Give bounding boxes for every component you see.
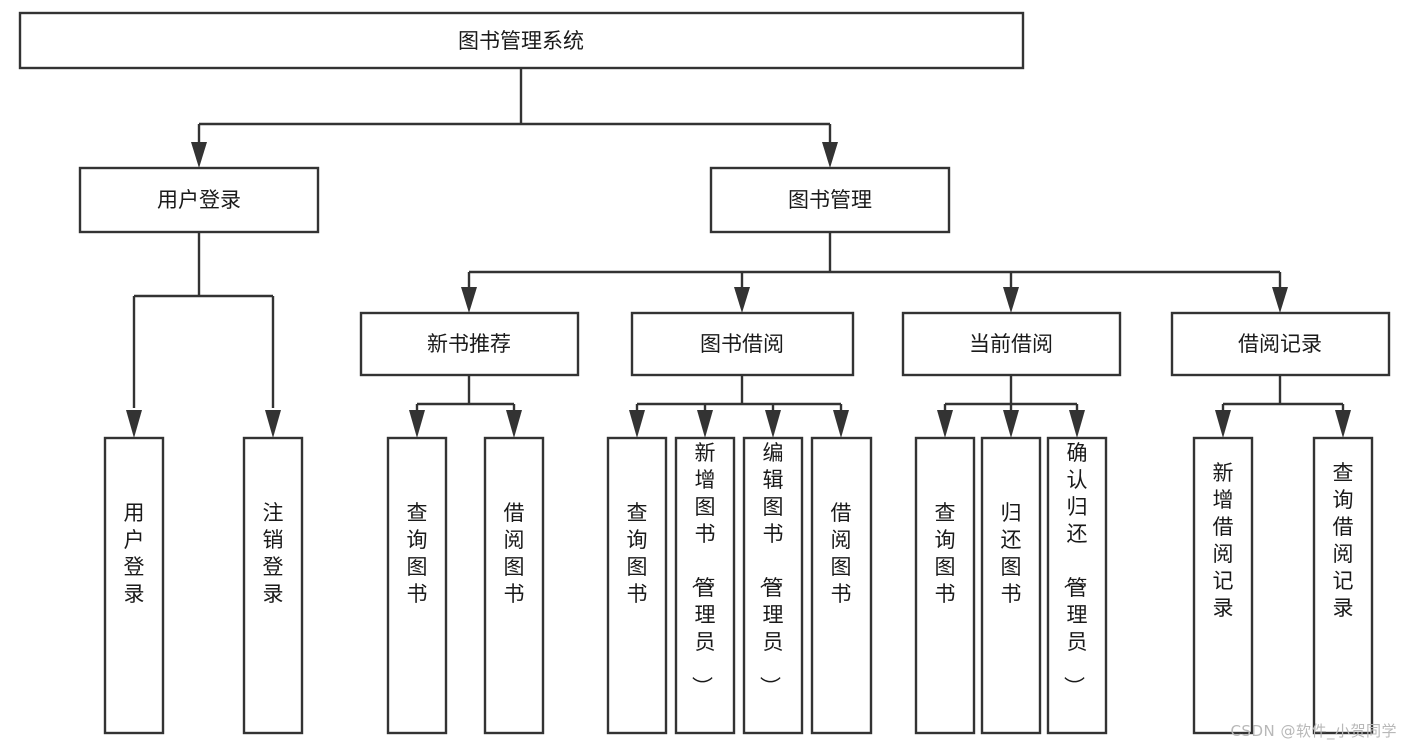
- arrowhead-borrow-leaf-4: [833, 410, 849, 438]
- leaf-borrow-query-books-box[interactable]: [606, 436, 668, 735]
- leaf-confirm-return-admin-box[interactable]: [1046, 436, 1108, 735]
- connector-root-bus: [199, 68, 830, 126]
- leaf-newbook-borrow-books-label: 借阅图书: [504, 501, 525, 606]
- connector-layer: [126, 68, 1351, 438]
- leaf-newbook-borrow-books[interactable]: 借阅图书: [483, 436, 545, 735]
- leaf-user-login[interactable]: 用户登录: [103, 436, 165, 735]
- arrowhead-borrow-leaf-1: [629, 410, 645, 438]
- leaf-query-borrow-record-box[interactable]: [1312, 436, 1374, 735]
- arrowhead-record-leaf-2: [1335, 410, 1351, 438]
- node-book-management[interactable]: 图书管理: [709, 166, 951, 234]
- node-new-book-recommend[interactable]: 新书推荐: [359, 311, 580, 377]
- arrowhead-root-to-book-mgmt: [822, 142, 838, 168]
- node-user-login-box[interactable]: [78, 166, 320, 234]
- leaf-add-borrow-record[interactable]: 新增借阅记录: [1192, 436, 1254, 735]
- leaf-current-query-books[interactable]: 查询图书: [914, 436, 976, 735]
- leaf-user-login-box[interactable]: [103, 436, 165, 735]
- leaf-borrow-books-label: 借阅图书: [831, 501, 852, 606]
- node-current-borrow-label: 当前借阅: [969, 332, 1053, 356]
- node-book-borrow-label: 图书借阅: [700, 332, 784, 356]
- connector-newbook-bus: [417, 375, 514, 406]
- node-current-borrow-box[interactable]: [901, 311, 1122, 377]
- leaf-current-query-books-label: 查询图书: [935, 501, 956, 606]
- leaf-logout[interactable]: 注销登录: [242, 436, 304, 735]
- leaf-user-login-label: 用户登录: [124, 501, 145, 606]
- node-book-borrow[interactable]: 图书借阅: [630, 311, 855, 377]
- node-user-login-label: 用户登录: [157, 188, 241, 212]
- connector-userlogin-bus: [134, 232, 273, 298]
- arrowhead-bookmgmt-newbook: [461, 287, 477, 313]
- leaf-borrow-query-books[interactable]: 查询图书: [606, 436, 668, 735]
- arrowhead-borrow-leaf-3: [765, 410, 781, 438]
- node-new-book-recommend-box[interactable]: [359, 311, 580, 377]
- leaf-borrow-query-books-label: 查询图书: [627, 501, 648, 606]
- arrowhead-record-leaf-1: [1215, 410, 1231, 438]
- arrowhead-bookmgmt-borrow: [734, 287, 750, 313]
- leaf-query-borrow-record[interactable]: 查询借阅记录: [1312, 436, 1374, 735]
- arrowhead-current-leaf-2: [1003, 410, 1019, 438]
- leaf-newbook-query-books[interactable]: 查询图书: [386, 436, 448, 735]
- arrowhead-current-leaf-3: [1069, 410, 1085, 438]
- arrowhead-newbook-leaf-2: [506, 410, 522, 438]
- leaf-add-book-admin[interactable]: 新增图书（管理员）: [674, 436, 736, 735]
- leaf-add-borrow-record-box[interactable]: [1192, 436, 1254, 735]
- arrowhead-bookmgmt-current: [1003, 287, 1019, 313]
- node-book-management-box[interactable]: [709, 166, 951, 234]
- arrowhead-bookmgmt-record: [1272, 287, 1288, 313]
- arrowhead-newbook-leaf-1: [409, 410, 425, 438]
- leaf-edit-book-admin[interactable]: 编辑图书（管理员）: [742, 436, 804, 735]
- leaf-edit-book-admin-label: 编辑图书（管理员）: [758, 441, 784, 697]
- arrowhead-userlogin-leaf-1: [126, 410, 142, 438]
- leaf-add-book-admin-label: 新增图书（管理员）: [690, 441, 716, 697]
- leaf-add-book-admin-box[interactable]: [674, 436, 736, 735]
- node-borrow-record-box[interactable]: [1170, 311, 1391, 377]
- leaf-edit-book-admin-box[interactable]: [742, 436, 804, 735]
- leaf-newbook-query-books-box[interactable]: [386, 436, 448, 735]
- leaf-confirm-return-admin[interactable]: 确认归还（管理员）: [1046, 436, 1108, 735]
- leaf-current-query-books-box[interactable]: [914, 436, 976, 735]
- arrowhead-userlogin-leaf-2: [265, 410, 281, 438]
- node-borrow-record[interactable]: 借阅记录: [1170, 311, 1391, 377]
- leaf-newbook-borrow-books-box[interactable]: [483, 436, 545, 735]
- leaf-logout-box[interactable]: [242, 436, 304, 735]
- node-user-login[interactable]: 用户登录: [78, 166, 320, 234]
- arrowhead-borrow-leaf-2: [697, 410, 713, 438]
- node-book-management-label: 图书管理: [788, 188, 872, 212]
- arrowhead-root-to-user-login: [191, 142, 207, 168]
- leaf-return-books[interactable]: 归还图书: [980, 436, 1042, 735]
- arrowhead-current-leaf-1: [937, 410, 953, 438]
- node-current-borrow[interactable]: 当前借阅: [901, 311, 1122, 377]
- node-root-box[interactable]: [18, 11, 1025, 70]
- leaf-confirm-return-admin-label: 确认归还（管理员）: [1062, 441, 1088, 697]
- node-root-book-management-system[interactable]: 图书管理系统: [18, 11, 1025, 70]
- leaf-newbook-query-books-label: 查询图书: [407, 501, 428, 606]
- node-root-label: 图书管理系统: [458, 29, 584, 53]
- leaf-borrow-books[interactable]: 借阅图书: [810, 436, 873, 735]
- node-book-borrow-box[interactable]: [630, 311, 855, 377]
- connector-bookmgmt-bus: [469, 232, 1280, 274]
- leaf-query-borrow-record-label: 查询借阅记录: [1333, 461, 1354, 620]
- connector-current-bus: [945, 375, 1077, 406]
- connector-borrow-bus: [637, 375, 841, 406]
- connector-record-bus: [1223, 375, 1343, 406]
- node-borrow-record-label: 借阅记录: [1238, 332, 1322, 356]
- node-new-book-recommend-label: 新书推荐: [427, 332, 511, 356]
- leaf-return-books-label: 归还图书: [1001, 501, 1022, 606]
- leaf-borrow-books-box[interactable]: [810, 436, 873, 735]
- leaf-add-borrow-record-label: 新增借阅记录: [1213, 461, 1234, 620]
- leaf-logout-label: 注销登录: [263, 501, 284, 606]
- leaf-return-books-box[interactable]: [980, 436, 1042, 735]
